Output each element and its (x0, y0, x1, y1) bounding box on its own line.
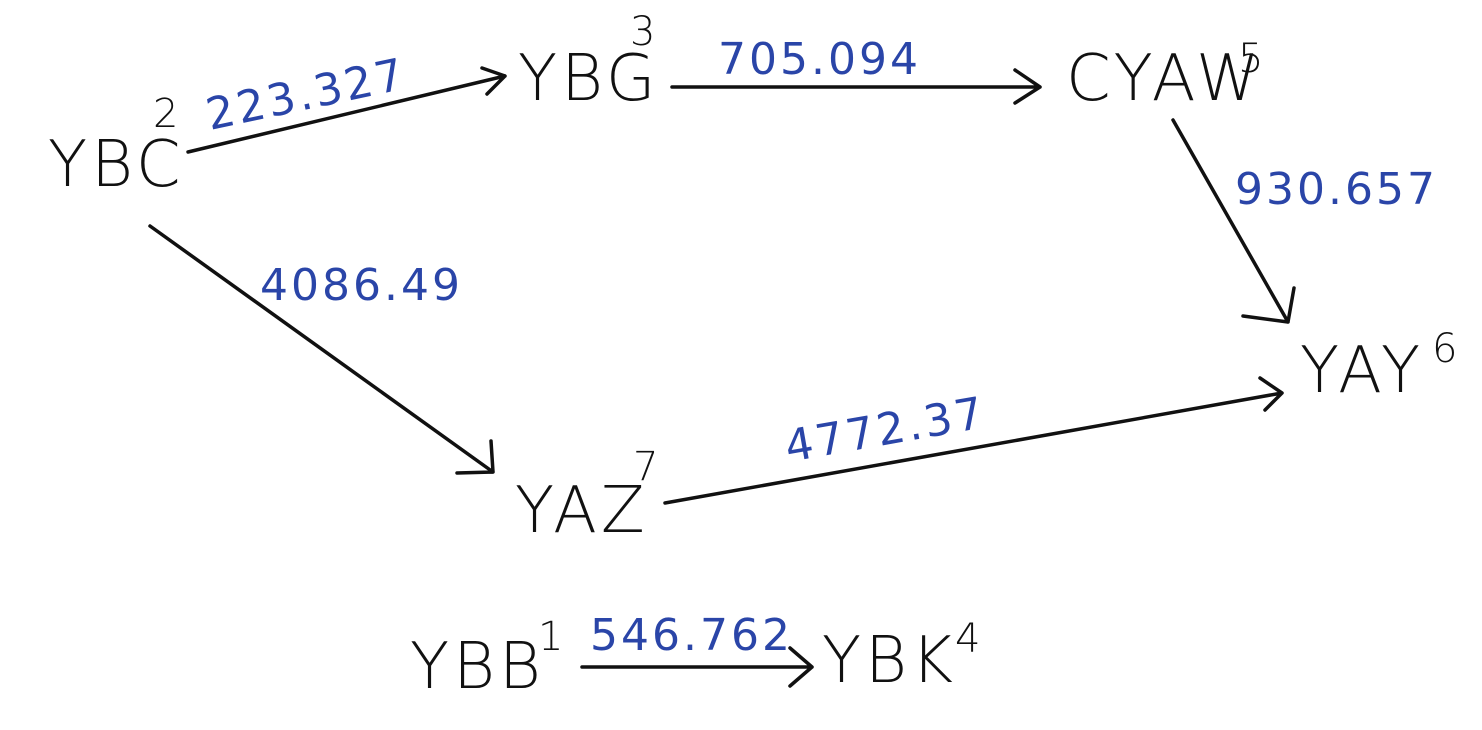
node-cyaw: CYAW 5 (1066, 36, 1263, 116)
edge-arrow (670, 68, 1042, 105)
node-index: 4 (955, 616, 980, 662)
edge-ybc-yaz: 4086.49 (148, 224, 495, 475)
edge-ybc-ybg: 223.327 (186, 49, 507, 154)
node-label: YBK (822, 624, 957, 698)
node-label: YAZ (515, 474, 649, 548)
edge-ybb-ybk: 546.762 (580, 610, 814, 688)
node-label: YBG (518, 42, 659, 116)
node-index: 6 (1432, 326, 1457, 372)
edge-weight-label: 4772.37 (781, 387, 990, 472)
edge-weight-label: 705.094 (718, 34, 921, 85)
node-yay: YAY 6 (1300, 326, 1457, 408)
edge-arrow (148, 224, 495, 475)
node-label: YBB (410, 630, 545, 704)
edge-weight-label: 546.762 (590, 610, 793, 661)
node-label: YBC (48, 128, 185, 202)
edge-yaz-yay: 4772.37 (663, 376, 1284, 505)
edge-cyaw-yay: 930.657 (1171, 118, 1438, 324)
node-ybk: YBK 4 (822, 616, 980, 698)
node-ybc: YBC 2 (48, 91, 185, 202)
edge-arrow (1171, 118, 1296, 324)
node-ybb: YBB 1 (410, 614, 563, 704)
node-ybg: YBG 3 (518, 9, 659, 116)
edge-weight-label: 4086.49 (260, 260, 463, 311)
edge-arrow (663, 376, 1284, 505)
node-label: CYAW (1066, 42, 1263, 116)
node-index: 3 (630, 9, 655, 55)
edge-ybg-cyaw: 705.094 (670, 34, 1042, 105)
edge-arrow (580, 646, 814, 688)
node-index: 5 (1238, 36, 1263, 82)
node-index: 7 (633, 444, 658, 490)
node-yaz: YAZ 7 (515, 444, 658, 548)
node-index: 2 (153, 91, 178, 137)
node-index: 1 (538, 614, 563, 660)
edge-arrow (186, 66, 507, 154)
edge-weight-label: 930.657 (1235, 164, 1438, 215)
edge-weight-label: 223.327 (202, 49, 411, 141)
node-label: YAY (1300, 334, 1424, 408)
